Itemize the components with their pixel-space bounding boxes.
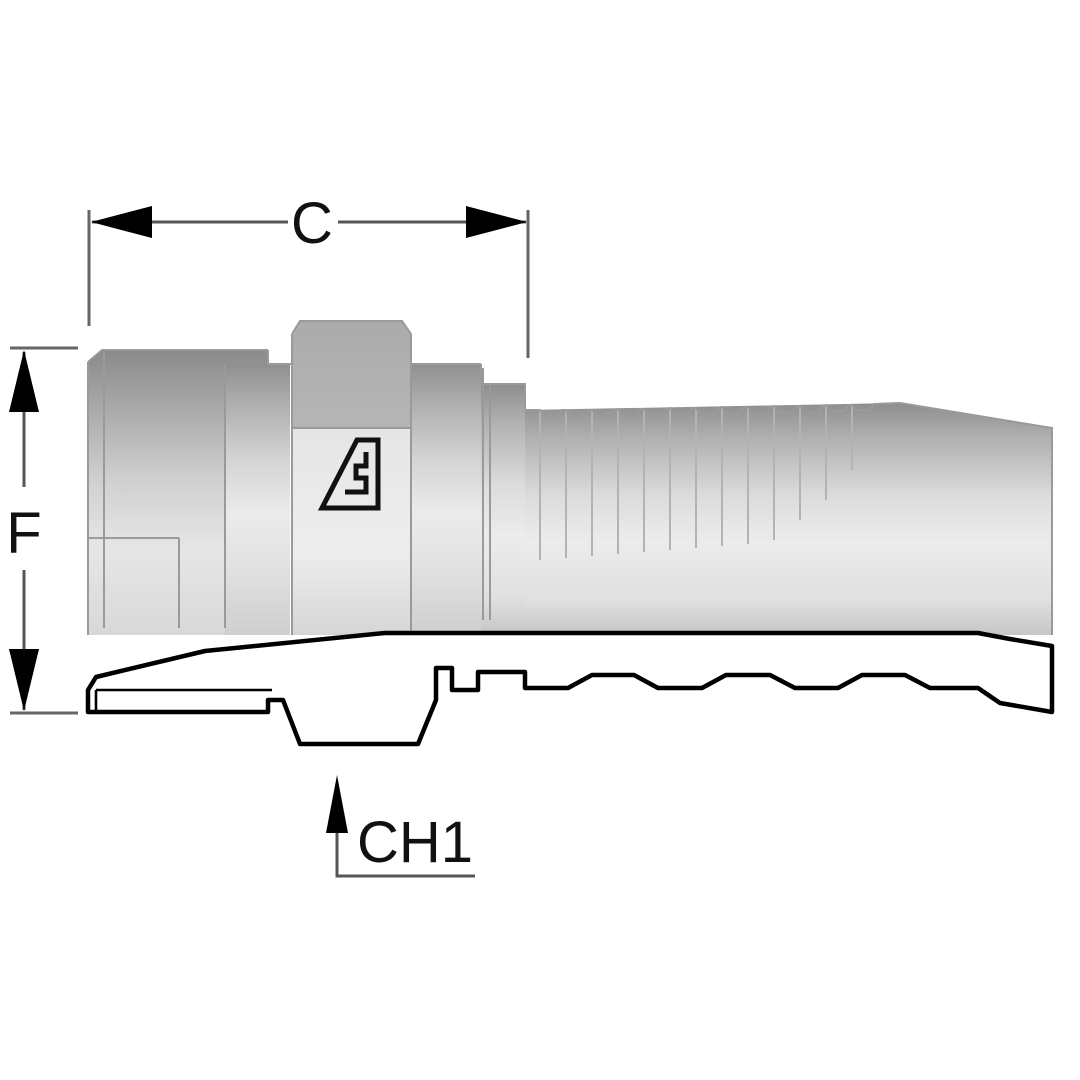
fitting-lower-section [85,630,1055,747]
collar-step-edge [267,350,292,365]
mid-shank [225,364,290,635]
shank-right-of-hex [411,364,481,635]
fitting-upper-half [87,320,1053,635]
dimension-c-label: C [291,191,333,256]
collar-top-edge [87,349,268,363]
dimension-ch1: CH1 [326,775,475,878]
barb-scallop-top [525,402,901,417]
manufacturer-logo [317,437,381,511]
barb-tail-top-edge [899,402,1053,635]
flange-ring [481,384,525,635]
dimension-f-arrow-bottom [9,649,39,711]
logo-inner-mark [345,452,369,495]
logo-outer-trapezoid [317,437,381,511]
dimension-ch1-label: CH1 [357,810,473,875]
dimension-c-arrow-right [466,206,527,238]
hex-nut-lower-flat [292,428,411,635]
dimension-f-arrow-top [9,350,39,412]
dimension-f-label: F [6,501,41,566]
barb-body [525,403,1052,635]
nut-collar-body [88,350,268,635]
dimension-f: F [6,346,78,715]
flange-top-edge [480,364,526,410]
dimension-c: C [87,191,530,358]
dimension-ch1-arrow [326,775,348,833]
section-cut-body [85,630,1055,747]
dimension-c-arrow-left [91,206,152,238]
barb-serrations [539,405,853,560]
